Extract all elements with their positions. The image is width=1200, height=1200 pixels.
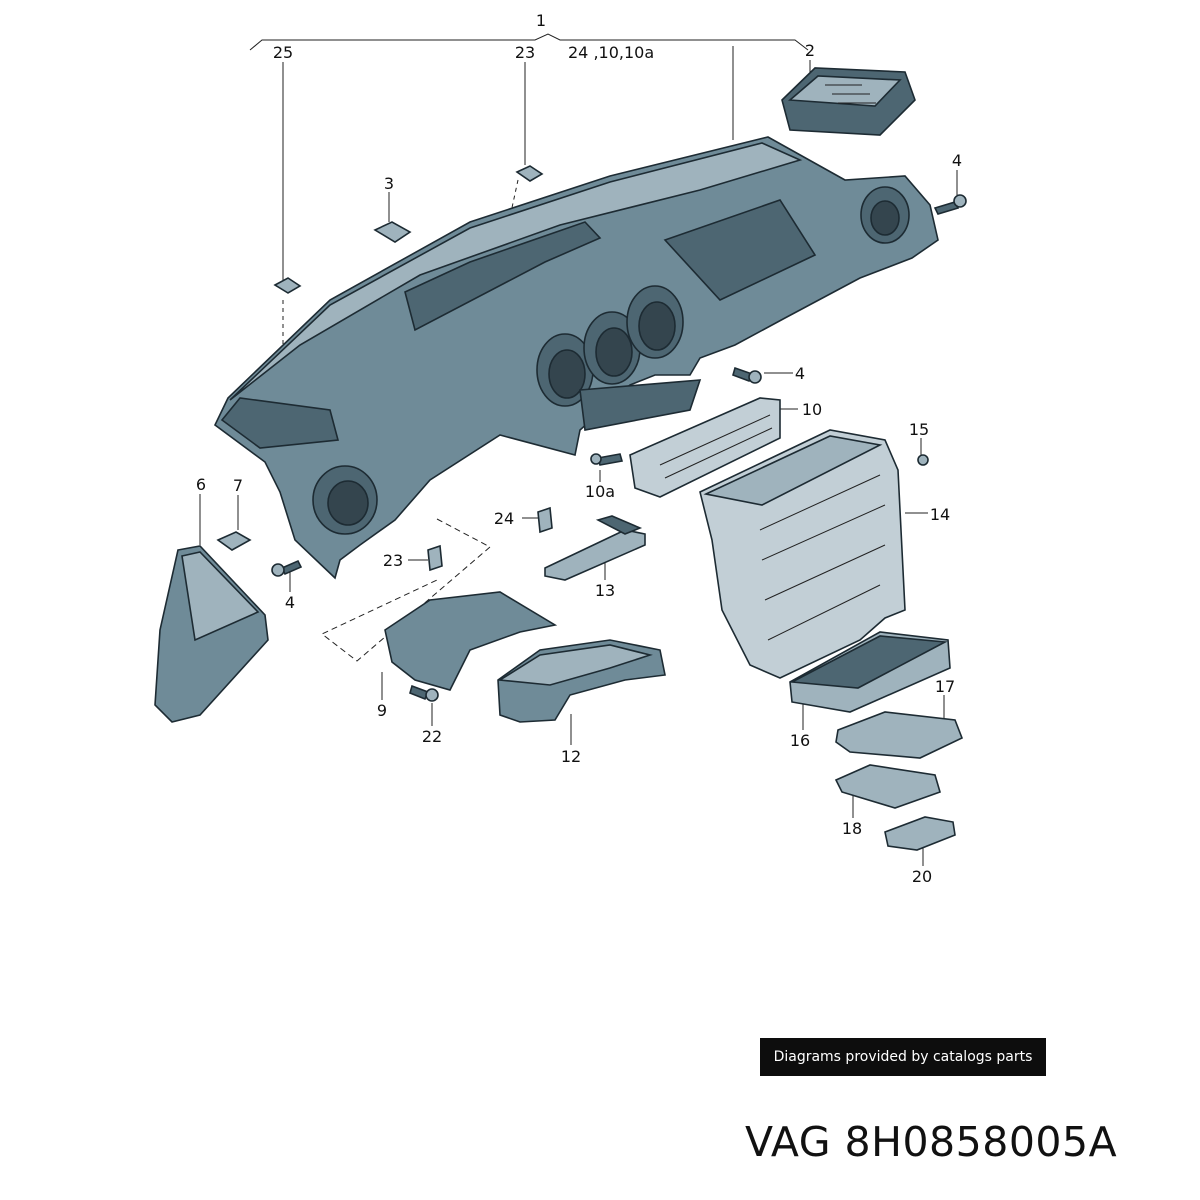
- callout-16: 16: [790, 731, 810, 750]
- part-23-clip-lower: [427, 544, 443, 572]
- part-22-screw: [409, 684, 439, 702]
- callout-17: 17: [935, 677, 955, 696]
- part-4-screw-left: [271, 559, 303, 577]
- part-7-clip: [216, 531, 252, 551]
- part-13-trim-strip: [544, 515, 646, 581]
- part-18-unit: [834, 764, 941, 809]
- part-10a-screw: [590, 453, 624, 466]
- part-20-switch: [884, 816, 956, 851]
- dashboard-panel: [213, 136, 939, 580]
- callout-24-group: 24 ,10,10a: [568, 43, 654, 62]
- part-3-clip: [373, 221, 412, 243]
- callout-20: 20: [912, 867, 932, 886]
- part-14-console-frame: [699, 429, 906, 679]
- callout-10a: 10a: [585, 482, 615, 501]
- callout-9: 9: [377, 701, 387, 720]
- part-9-lower-trim: [384, 591, 558, 691]
- callout-10: 10: [802, 400, 822, 419]
- part-25-clip: [273, 277, 302, 294]
- part-10-bracket: [629, 397, 781, 498]
- callout-3: 3: [384, 174, 394, 193]
- part-4-screw-right: [933, 194, 967, 215]
- callout-14: 14: [930, 505, 950, 524]
- part-15-screw: [917, 454, 929, 466]
- callout-labels: 1 25 23 24 ,10,10a 2 3 4 4 10 15 10a 14 …: [196, 11, 962, 886]
- callout-7: 7: [233, 476, 243, 495]
- part-number-label: VAG 8H0858005A: [745, 1118, 1118, 1166]
- callout-18: 18: [842, 819, 862, 838]
- part-4-screw-mid: [732, 366, 762, 384]
- callout-4-right: 4: [952, 151, 962, 170]
- callout-6: 6: [196, 475, 206, 494]
- callout-23-low: 23: [383, 551, 403, 570]
- callout-1: 1: [536, 11, 546, 30]
- part-2-airbag-module: [781, 67, 916, 136]
- callout-25: 25: [273, 43, 293, 62]
- part-17-panel: [835, 711, 964, 759]
- callout-4-mid: 4: [795, 364, 805, 383]
- callout-24: 24: [494, 509, 514, 528]
- part-23-clip-top: [515, 165, 544, 182]
- credit-banner: Diagrams provided by catalogs parts: [760, 1038, 1046, 1076]
- callout-13: 13: [595, 581, 615, 600]
- part-16-unit: [789, 631, 951, 713]
- callout-23-top: 23: [515, 43, 535, 62]
- callout-12: 12: [561, 747, 581, 766]
- callout-4-left: 4: [285, 593, 295, 612]
- callout-22: 22: [422, 727, 442, 746]
- callout-15: 15: [909, 420, 929, 439]
- callout-2: 2: [805, 41, 815, 60]
- part-12-column-cover: [497, 639, 666, 723]
- part-6-end-cap: [154, 545, 269, 723]
- part-24-clip: [537, 506, 553, 534]
